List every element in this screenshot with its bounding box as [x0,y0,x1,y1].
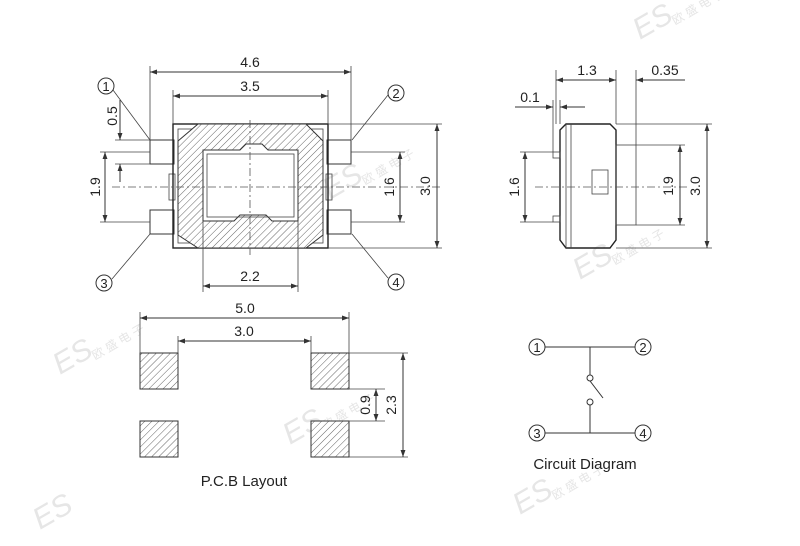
dim-right-inner: 1.6 [381,177,397,197]
side-actuator [591,169,609,195]
dim-side-left-height: 1.6 [506,177,522,197]
pcb-pad-1 [139,352,179,390]
dim-stem: 0.35 [651,62,678,78]
watermark-logo: ES [567,237,618,286]
circuit-pin-1: 1 [528,338,546,356]
side-stem [615,144,637,226]
window-outline [206,153,295,218]
dim-width-bottom: 2.2 [240,268,260,284]
svg-text:3: 3 [533,426,540,441]
dim-width-inner: 3.5 [240,78,260,94]
dim-depth: 1.3 [577,62,597,78]
switch-contact-top [586,374,594,382]
circuit-diagram: 1 2 3 4 Circuit Diagram [528,338,652,473]
dim-pcb-width-outer: 5.0 [235,300,255,316]
watermark-logo: ES [627,0,678,46]
circuit-pin-4: 4 [634,424,652,442]
dim-side-right-outer: 3.0 [687,176,703,196]
watermark-logo: ES [47,332,98,381]
svg-text:4: 4 [392,275,399,290]
pcb-pad-4 [310,420,350,458]
pcb-pad-3 [139,420,179,458]
watermark-logo: ES [507,472,558,521]
dim-side-right-inner: 1.9 [660,176,676,196]
dim-right-outer: 3.0 [417,176,433,196]
pin-callout-2: 2 [351,84,405,141]
watermark-text: 欧 盛 电 子 [609,226,667,268]
dim-pin-pitch: 1.9 [87,177,103,197]
side-view: 1.3 0.35 0.1 1.6 1.9 3.0 [506,62,712,249]
svg-text:4: 4 [639,426,646,441]
pin-callout-4: 4 [351,233,405,291]
pcb-pad-2 [310,352,350,390]
dim-width-outer: 4.6 [240,54,260,70]
pin-callout-3: 3 [95,233,151,292]
pcb-caption: P.C.B Layout [201,473,288,490]
pcb-layout: 5.0 3.0 0.9 2.3 P.C.B Layout [139,300,408,490]
svg-text:1: 1 [102,79,109,94]
circuit-caption: Circuit Diagram [533,456,636,473]
switch-contact-bottom [586,398,594,406]
pin-3-lead [149,209,175,235]
dim-pcb-pad: 0.9 [357,395,373,415]
side-lead-bottom [552,215,561,223]
dim-offset: 0.1 [520,89,540,105]
dim-pin-height: 0.5 [104,106,120,126]
circuit-pin-3: 3 [528,424,546,442]
watermark-text: 欧 盛 电 子 [669,0,727,28]
dim-pcb-height: 2.3 [383,395,399,415]
pin-1-lead [149,139,175,165]
svg-text:3: 3 [100,276,107,291]
pin-4-lead [326,209,352,235]
watermark-text: 欧 盛 电 子 [89,321,147,363]
top-view: 4.6 3.5 2.2 0.5 1.9 1.6 3.0 [87,54,442,292]
hatched-frame [177,123,324,249]
watermark-logo: ES [317,157,368,206]
circuit-pin-2: 2 [634,338,652,356]
left-nub [168,173,176,201]
dim-pcb-width-inner: 3.0 [234,323,254,339]
switch-lever [589,380,604,399]
svg-text:1: 1 [533,340,540,355]
watermark-logo: ES [27,487,78,536]
svg-text:2: 2 [392,86,399,101]
svg-text:2: 2 [639,340,646,355]
pin-callout-1: 1 [97,77,151,141]
side-lead-top [552,151,561,159]
side-body [559,123,617,249]
